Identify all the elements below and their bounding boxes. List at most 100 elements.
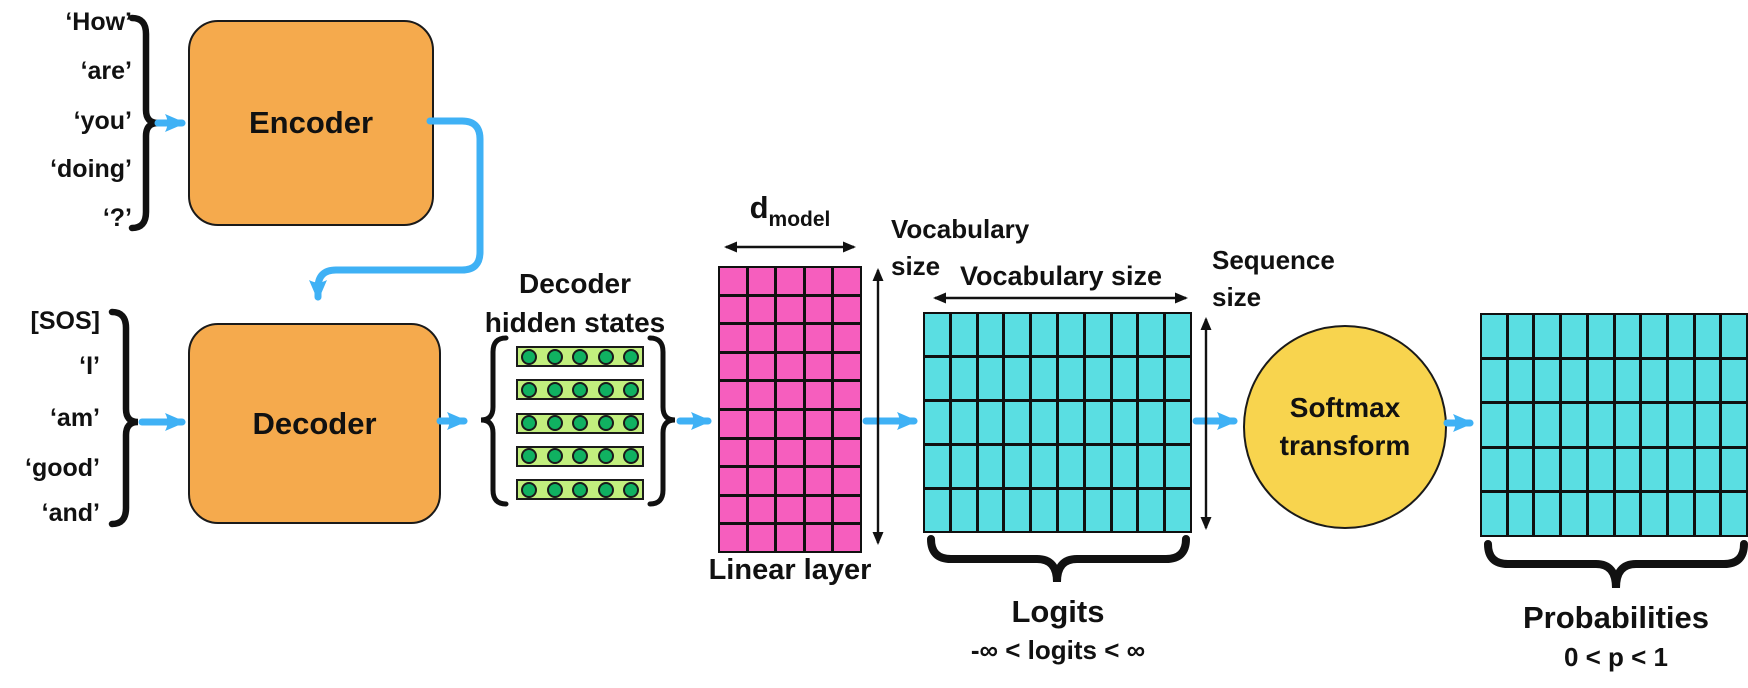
matrix-cell (1642, 493, 1666, 535)
hidden-state-row (516, 379, 644, 401)
logits-label: Logits (1011, 594, 1105, 629)
matrix-cell (978, 446, 1003, 487)
matrix-cell (951, 358, 976, 399)
hidden-state-dot (521, 415, 537, 431)
matrix-cell (925, 446, 949, 487)
hidden-state-dot (521, 348, 537, 365)
hidden-states-label-line2: hidden states (484, 307, 666, 338)
matrix-cell (1085, 402, 1110, 443)
matrix-cell (1058, 402, 1083, 443)
matrix-cell (720, 439, 746, 466)
hidden-states-right-brace (647, 335, 676, 507)
decoder-token: ‘am’ (49, 404, 100, 432)
matrix-cell (1482, 448, 1506, 491)
matrix-cell (777, 410, 803, 437)
matrix-cell (951, 402, 976, 443)
matrix-cell (777, 382, 803, 408)
hidden-state-dot (546, 381, 563, 398)
matrix-cell (1482, 315, 1506, 357)
matrix-cell (1695, 315, 1720, 357)
matrix-cell (1615, 493, 1640, 535)
linear-height-label-line2: size (891, 251, 941, 281)
matrix-cell (1562, 404, 1586, 446)
matrix-cell (1139, 490, 1164, 531)
hidden-state-row (516, 346, 644, 367)
decoder-token: ‘and’ (41, 499, 100, 527)
matrix-cell (834, 353, 860, 380)
matrix-cell (1722, 448, 1746, 491)
matrix-cell (777, 296, 803, 323)
hidden-state-dot (597, 381, 614, 398)
matrix-cell (978, 358, 1003, 399)
hidden-state-dot (521, 448, 537, 465)
matrix-cell (1668, 315, 1693, 357)
decoder-input-brace (108, 308, 139, 528)
matrix-cell (978, 402, 1003, 443)
matrix-cell (1139, 358, 1164, 399)
matrix-cell (1695, 404, 1720, 446)
matrix-cell (720, 325, 746, 351)
matrix-cell (1562, 359, 1586, 402)
matrix-cell (951, 446, 976, 487)
matrix-cell (1005, 402, 1030, 443)
matrix-cell (834, 382, 860, 408)
matrix-cell (777, 325, 803, 351)
matrix-cell (1166, 446, 1190, 487)
hidden-state-row (516, 445, 644, 467)
hidden-state-dot (546, 481, 563, 498)
matrix-cell (1562, 493, 1586, 535)
hidden-states-label: Decoder hidden states (445, 264, 705, 342)
hidden-state-dot (546, 415, 563, 431)
matrix-cell (1508, 315, 1533, 357)
matrix-cell (1166, 402, 1190, 443)
matrix-cell (748, 525, 775, 551)
matrix-cell (805, 353, 832, 380)
matrix-cell (978, 314, 1003, 355)
matrix-cell (1482, 404, 1506, 446)
matrix-cell (1085, 490, 1110, 531)
matrix-cell (1695, 493, 1720, 535)
matrix-cell (834, 325, 860, 351)
matrix-cell (1722, 493, 1746, 535)
matrix-cell (748, 468, 775, 494)
matrix-cell (805, 496, 832, 523)
matrix-cell (1535, 315, 1560, 357)
softmax-circle: Softmax transform (1243, 325, 1447, 529)
matrix-cell (1032, 402, 1056, 443)
matrix-cell (1005, 490, 1030, 531)
hidden-state-dot (623, 415, 639, 431)
matrix-cell (834, 468, 860, 494)
matrix-cell (1615, 315, 1640, 357)
matrix-cell (1166, 490, 1190, 531)
hidden-state-dot (572, 448, 588, 465)
hidden-state-row (516, 412, 644, 434)
hidden-state-dot (623, 348, 639, 365)
matrix-cell (720, 468, 746, 494)
linear-layer-matrix (718, 266, 862, 553)
matrix-cell (720, 410, 746, 437)
hidden-state-dot (597, 415, 614, 431)
matrix-cell (1695, 359, 1720, 402)
encoder-label: Encoder (248, 105, 374, 140)
matrix-cell (1535, 359, 1560, 402)
matrix-cell (1615, 448, 1640, 491)
matrix-cell (1032, 314, 1056, 355)
matrix-cell (1508, 359, 1533, 402)
logits-range-label: -∞ < logits < ∞ (970, 635, 1146, 665)
matrix-cell (777, 353, 803, 380)
matrix-cell (1032, 358, 1056, 399)
decoder-label: Decoder (252, 405, 377, 441)
matrix-cell (1535, 448, 1560, 491)
matrix-cell (1668, 448, 1693, 491)
matrix-cell (1085, 446, 1110, 487)
matrix-cell (925, 490, 949, 531)
matrix-cell (1535, 404, 1560, 446)
matrix-cell (805, 268, 832, 294)
hidden-state-dot (572, 348, 588, 365)
matrix-cell (1588, 448, 1613, 491)
sequence-size-label-line1: Sequence (1212, 245, 1335, 275)
matrix-cell (1508, 493, 1533, 535)
encoder-token: ‘How’ (65, 8, 132, 36)
sequence-size-label: Sequence size (1212, 242, 1335, 316)
matrix-cell (1139, 446, 1164, 487)
